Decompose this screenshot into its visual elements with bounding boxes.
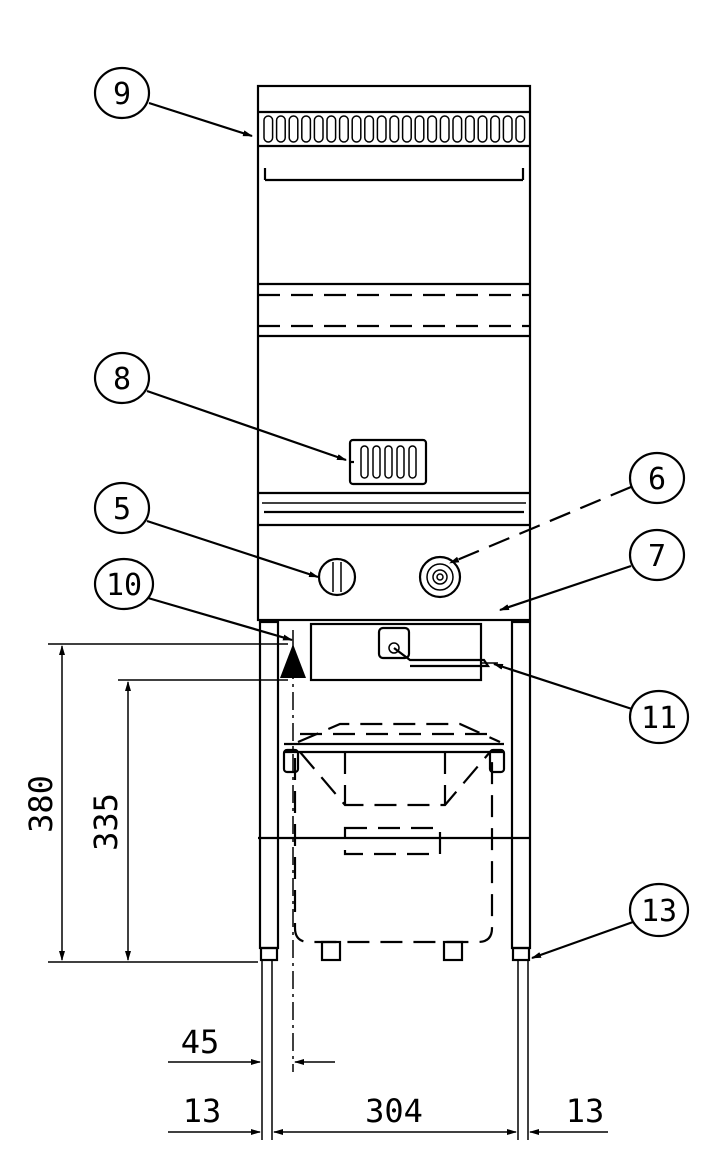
- callout-11: 11: [493, 662, 690, 745]
- dim-335: 335: [87, 679, 288, 961]
- vent-slot: [389, 115, 400, 143]
- left-control-knob: [317, 557, 357, 597]
- callout-7-label: 7: [648, 539, 666, 574]
- vent-slot: [263, 115, 274, 143]
- frying-basket: [282, 722, 506, 807]
- callout-7: 7: [499, 528, 686, 612]
- vent-slot: [439, 115, 450, 143]
- vent-slot: [351, 115, 362, 143]
- callout-10-label: 10: [106, 568, 142, 603]
- callout-5: 5: [93, 481, 319, 579]
- callout-6-label: 6: [648, 462, 666, 497]
- vent-slot: [376, 115, 387, 143]
- vent-grille: [258, 110, 530, 182]
- callout-8-label: 8: [113, 362, 131, 397]
- vent-slot: [401, 115, 412, 143]
- vent-slot: [288, 115, 299, 143]
- hidden-frame-lines: [258, 282, 530, 338]
- dim-13-left-label: 13: [183, 1092, 222, 1130]
- dim-304-label: 304: [365, 1092, 423, 1130]
- vent-slot: [326, 115, 337, 143]
- left-leg: [258, 620, 280, 962]
- oil-drain-box: [309, 622, 498, 682]
- vent-slot: [414, 115, 425, 143]
- dim-45: 45: [168, 1023, 335, 1065]
- pilot-window-knob: [418, 555, 462, 599]
- callout-5-label: 5: [113, 492, 131, 527]
- dim-13-right-label: 13: [566, 1092, 605, 1130]
- callout-9: 9: [93, 66, 253, 138]
- callout-9-label: 9: [113, 77, 131, 112]
- vent-slot: [338, 115, 349, 143]
- dim-bottom: 13 304 13: [168, 1092, 608, 1135]
- dim-45-label: 45: [181, 1023, 220, 1061]
- vent-slot: [490, 115, 501, 143]
- dim-380: 380: [22, 643, 288, 963]
- dim-380-label: 380: [22, 775, 60, 833]
- reference-marker: [280, 630, 306, 1072]
- dim-335-label: 335: [87, 793, 125, 851]
- vent-slot: [364, 115, 375, 143]
- callout-13: 13: [531, 882, 690, 960]
- vent-slot: [502, 115, 513, 143]
- vent-slot: [275, 115, 286, 143]
- vent-slot: [313, 115, 324, 143]
- vent-slot: [515, 115, 526, 143]
- callout-11-label: 11: [641, 701, 677, 736]
- panel-handle: [348, 438, 428, 486]
- callout-6: 6: [449, 451, 686, 565]
- vent-slot: [464, 115, 475, 143]
- right-leg: [510, 620, 532, 962]
- oil-tank: [293, 758, 494, 962]
- callout-13-label: 13: [641, 894, 677, 929]
- front-panel: [258, 438, 530, 527]
- callout-10: 10: [93, 557, 293, 642]
- callout-8: 8: [93, 351, 347, 462]
- vent-slot: [427, 115, 438, 143]
- vent-slot: [452, 115, 463, 143]
- vent-slot: [301, 115, 312, 143]
- cabinet-body: [256, 84, 532, 622]
- vent-slot: [477, 115, 488, 143]
